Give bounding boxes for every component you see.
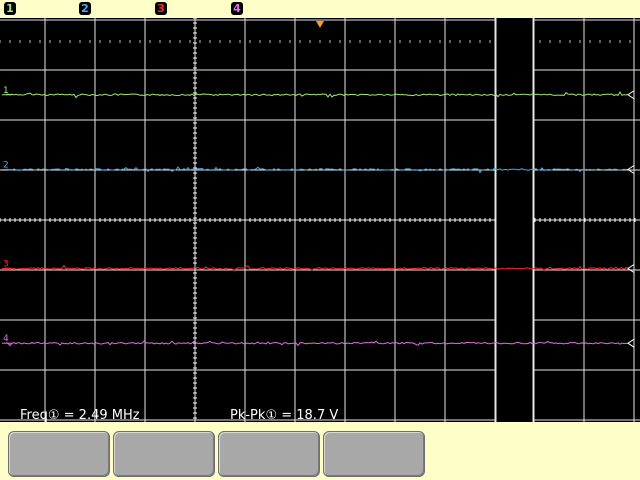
freq-value: 2.49 MHz <box>78 408 140 423</box>
channel-1-number: 1 <box>6 2 14 15</box>
channel-4-offscreen-arrow-icon <box>627 338 635 348</box>
freq-channel: ① <box>47 408 60 423</box>
channel-1-ground-marker[interactable]: 1 <box>3 86 9 96</box>
channel-3-trace <box>5 264 629 272</box>
channel-2-offscreen-arrow-icon <box>627 165 635 174</box>
softkey-3[interactable] <box>218 431 320 477</box>
graticule <box>0 18 640 422</box>
channel-1-offscreen-arrow-icon <box>627 90 635 100</box>
right-panel-strip <box>534 36 640 422</box>
softkey-4[interactable] <box>323 431 425 477</box>
channel-2-number: 2 <box>81 2 89 15</box>
waveform-display[interactable]: 1 2 3 4 <box>0 18 640 422</box>
channel-4-ground-marker[interactable]: 4 <box>3 334 9 344</box>
channel-4-number: 4 <box>233 2 241 15</box>
channel-bar: 1 2 3 4 <box>0 0 640 18</box>
channel-2-badge[interactable]: 2 <box>79 2 91 15</box>
channel-3-offscreen-arrow-icon <box>627 264 635 273</box>
waveform-traces: 1 2 3 4 <box>2 86 635 348</box>
softkey-1[interactable] <box>8 431 110 477</box>
channel-4-trace <box>5 340 628 347</box>
pkpk-label: Pk-Pk <box>230 408 266 423</box>
trigger-position-icon <box>316 21 324 28</box>
channel-3-badge[interactable]: 3 <box>155 2 167 15</box>
peak-to-peak-measurement: Pk-Pk① = 18.7 V <box>230 408 339 423</box>
softkey-bar <box>0 422 640 480</box>
channel-3-number: 3 <box>157 2 165 15</box>
channel-4-badge[interactable]: 4 <box>231 2 243 15</box>
channel-3-ground-marker[interactable]: 3 <box>3 259 9 269</box>
freq-label: Freq <box>20 408 48 423</box>
softkey-2[interactable] <box>113 431 215 477</box>
channel-1-badge[interactable]: 1 <box>4 2 16 15</box>
channel-2-trace <box>5 166 629 174</box>
pkpk-value: 18.7 V <box>296 408 339 423</box>
frequency-measurement: Freq① = 2.49 MHz <box>20 408 140 423</box>
pkpk-channel: ① <box>265 408 278 423</box>
channel-2-ground-marker[interactable]: 2 <box>3 161 9 171</box>
display-divider <box>496 18 533 422</box>
channel-1-trace <box>5 91 629 99</box>
